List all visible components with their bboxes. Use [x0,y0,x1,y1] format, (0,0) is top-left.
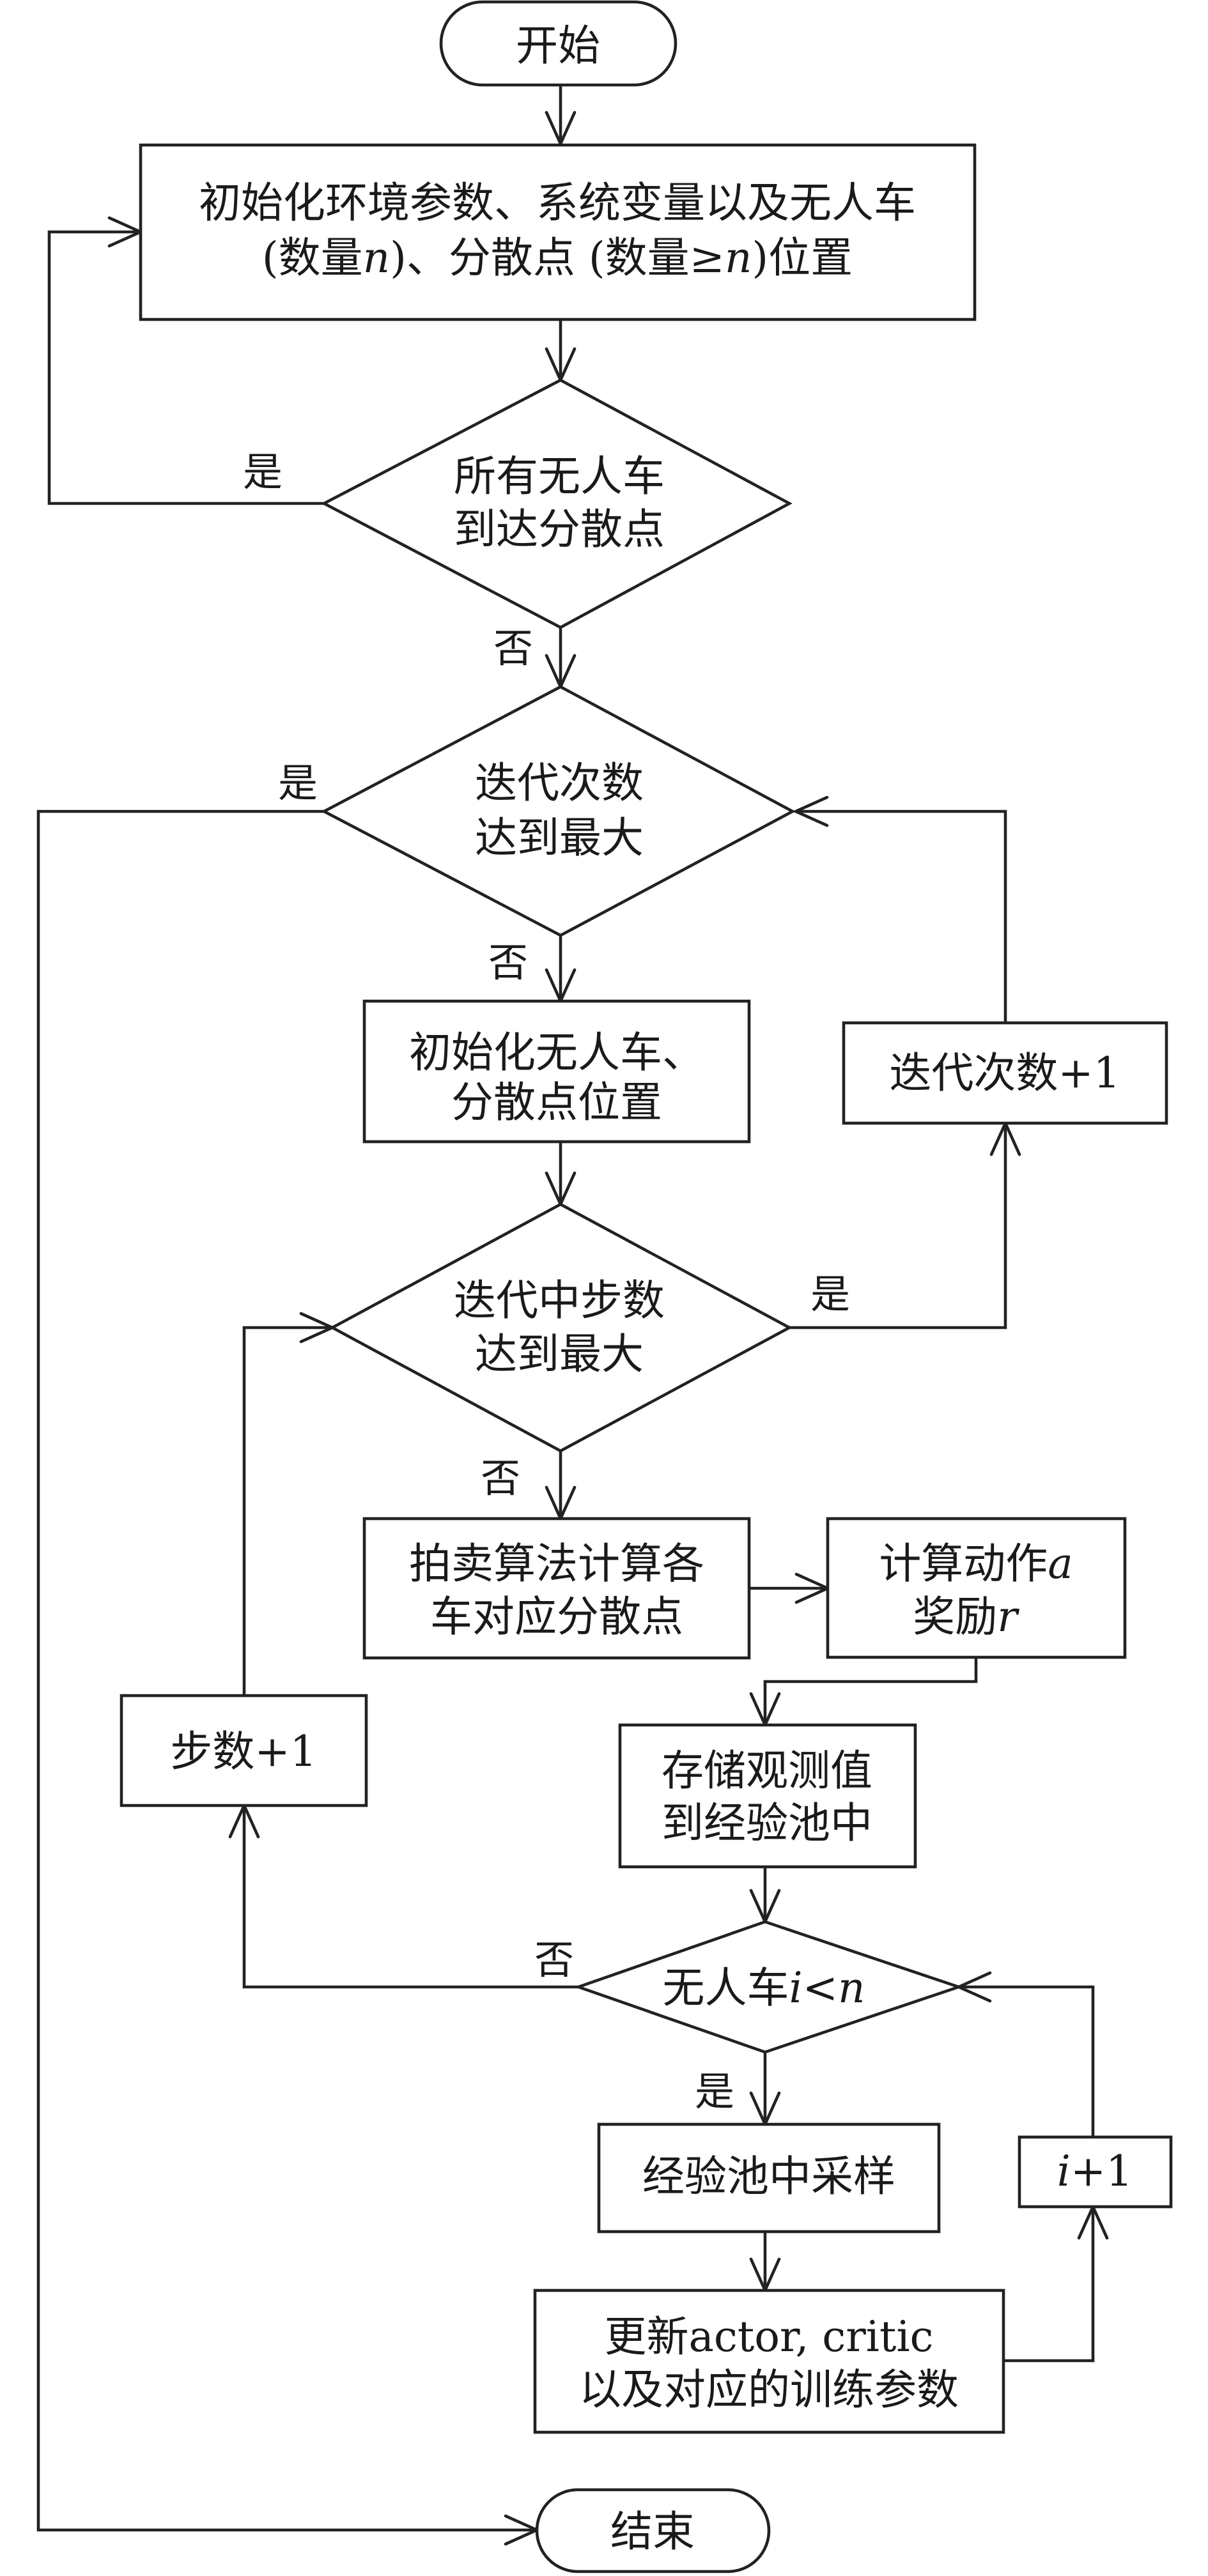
end-label: 结束 [610,2507,695,2556]
edge-label-step-max-yes: 是 [810,1271,850,1317]
edge-init-to-all-arrived [545,319,577,384]
init-environment-box: 初始化环境参数、系统变量以及无人车 (数量n)、分散点 (数量≥n)位置 [139,143,977,321]
all-arrived-decision: 所有无人车 到达分散点 [321,378,793,629]
iteration-max-line1: 迭代次数 [475,758,644,808]
edge-store-to-vehicle-cond [749,1867,781,1926]
edge-label-vehicle-cond-yes: 是 [695,2068,734,2115]
iteration-max-line2: 达到最大 [475,813,644,862]
compute-reward-line: 奖励r [913,1592,1019,1641]
auction-box: 拍卖算法计算各 车对应分散点 [362,1517,751,1660]
store-observation-line2: 到经验池中 [662,1798,872,1848]
edge-vehicle-cond-no [228,1802,578,1989]
update-networks-line2: 以及对应的训练参数 [579,2365,959,2414]
init-environment-line2: (数量n)、分散点 (数量≥n)位置 [262,233,853,282]
iteration-max-decision: 迭代次数 达到最大 [321,685,796,937]
iteration-increment-box: 迭代次数+1 [842,1021,1168,1125]
edge-label-iter-max-no: 否 [488,939,528,986]
sample-box: 经验池中采样 [597,2122,941,2234]
edge-label-iter-max-yes: 是 [278,760,318,806]
step-increment-box: 步数+1 [120,1694,368,1807]
edge-iter-plus-to-iter-max [792,795,1007,1023]
init-vehicle-box: 初始化无人车、 分散点位置 [362,999,751,1144]
init-environment-line1: 初始化环境参数、系统变量以及无人车 [199,178,916,227]
edge-i-plus-to-vehicle-cond [955,1971,1095,2137]
all-arrived-line1: 所有无人车 [454,452,665,501]
edge-label-step-max-no: 否 [481,1455,520,1501]
edge-sample-to-update [749,2232,781,2294]
update-networks-line1: 更新actor, critic [604,2312,933,2361]
init-vehicle-line2: 分散点位置 [451,1078,662,1127]
edge-auction-to-compute [749,1572,832,1604]
edge-compute-to-store [749,1657,978,1729]
edge-label-all-arrived-no: 否 [493,625,533,671]
iteration-increment-label: 迭代次数+1 [889,1048,1120,1098]
edge-step-plus-to-step-max [242,1312,336,1696]
all-arrived-line2: 到达分散点 [454,505,665,554]
edge-step-max-no [545,1451,577,1522]
vehicle-index-label: 无人车i<n [663,1963,865,2012]
store-observation-line1: 存储观测值 [662,1746,872,1795]
vehicle-index-decision: 无人车i<n [574,1920,964,2054]
edge-update-to-i-plus [1003,2203,1109,2363]
auction-line2: 车对应分散点 [430,1592,683,1641]
index-increment-box: i+1 [1018,2135,1173,2209]
edge-all-arrived-no [545,627,577,691]
step-increment-label: 步数+1 [170,1727,316,1776]
step-max-line1: 迭代中步数 [454,1276,665,1325]
step-max-decision: 迭代中步数 达到最大 [329,1202,793,1453]
edge-start-to-init [545,85,577,148]
init-vehicle-line1: 初始化无人车、 [409,1028,704,1077]
compute-action-reward-box: 计算动作a 奖励r [826,1517,1127,1659]
start-terminal: 开始 [439,0,678,87]
step-max-line2: 达到最大 [475,1330,644,1379]
edge-iter-max-no [545,935,577,1005]
start-label: 开始 [516,21,600,70]
edge-label-all-arrived-yes: 是 [243,448,283,495]
store-observation-box: 存储观测值 到经验池中 [618,1723,917,1869]
auction-line1: 拍卖算法计算各 [409,1539,704,1588]
update-networks-box: 更新actor, critic 以及对应的训练参数 [533,2288,1005,2434]
index-increment-label: i+1 [1057,2147,1133,2196]
sample-label: 经验池中采样 [642,2152,895,2201]
edge-vehicle-cond-yes [749,2052,781,2128]
edge-init-vehicle-to-step-max [545,1142,577,1208]
compute-action-line: 计算动作a [879,1539,1072,1588]
edge-label-vehicle-cond-no: 否 [534,1936,574,1983]
end-terminal: 结束 [535,2488,771,2573]
